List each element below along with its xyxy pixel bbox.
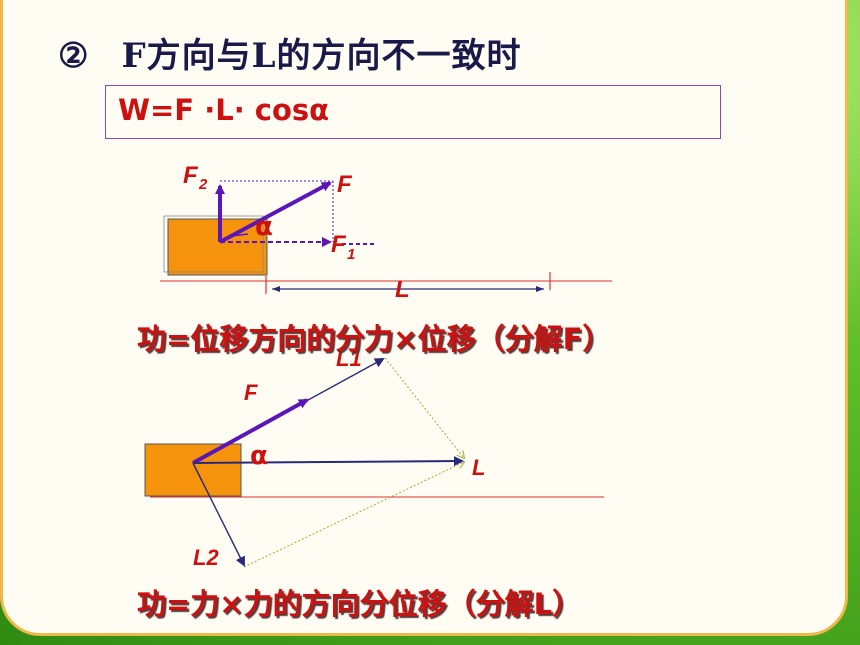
label-f: F bbox=[337, 171, 353, 198]
force-f-arrow-2 bbox=[192, 398, 309, 465]
slide-title: ② F方向与L的方向不一致时 bbox=[58, 28, 522, 77]
block bbox=[167, 218, 268, 276]
title-number: ② bbox=[58, 36, 90, 76]
block-2 bbox=[144, 443, 242, 497]
label-f1: F bbox=[331, 231, 347, 258]
label-alpha-1: α bbox=[255, 212, 273, 242]
label-l2: L2 bbox=[193, 545, 219, 570]
l-arrow-left bbox=[272, 286, 280, 292]
title-text: F方向与L的方向不一致时 bbox=[121, 36, 522, 76]
force-f-arrow bbox=[219, 181, 332, 244]
caption-decompose-displacement: 功=力×力的方向分位移（分解L） bbox=[137, 587, 582, 621]
diagram-force-decomposition: F 2 F α F 1 L bbox=[160, 162, 612, 303]
work-formula: W=F ·L· cosα bbox=[118, 93, 330, 127]
label-alpha-2: α bbox=[250, 441, 268, 471]
caption-decompose-force: 功=位移方向的分力×位移（分解F） bbox=[137, 322, 612, 356]
label-f1-sub: 1 bbox=[347, 246, 355, 263]
formula-box: W=F ·L· cosα bbox=[105, 85, 721, 139]
l-arrow-right bbox=[536, 286, 544, 292]
dotted-l2-to-l bbox=[243, 462, 464, 568]
label-l-2: L bbox=[472, 455, 485, 480]
diagram-displacement-decomposition: F L1 α L L2 bbox=[144, 346, 604, 570]
block-outline bbox=[163, 215, 264, 273]
label-f2: F bbox=[183, 162, 199, 189]
label-f-2: F bbox=[244, 380, 258, 405]
alpha-arc bbox=[231, 233, 249, 237]
label-f2-sub: 2 bbox=[198, 176, 208, 193]
displacement-l2-arrow bbox=[192, 462, 245, 567]
dotted-l1-to-l bbox=[384, 357, 464, 458]
displacement-l-arrow bbox=[192, 456, 464, 467]
label-l-1: L bbox=[395, 276, 410, 303]
slide-card bbox=[0, 0, 848, 636]
label-l1: L1 bbox=[336, 346, 362, 371]
